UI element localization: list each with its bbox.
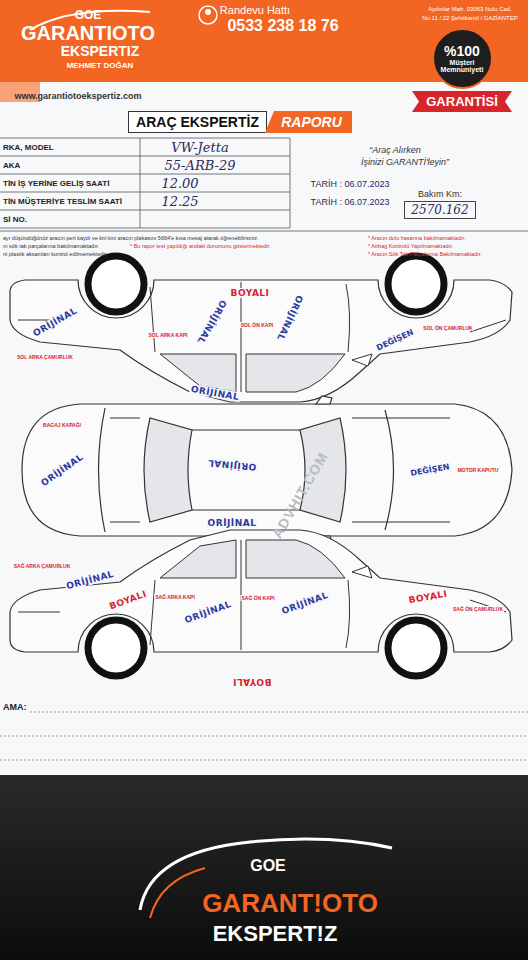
form-note: * Bu rapor test yapıldığı andaki durumun… <box>130 243 271 249</box>
part-name: SOL ARKA KAPI <box>148 332 189 338</box>
title-box <box>129 112 267 133</box>
footer-logo-text: EKSPERT!Z <box>213 921 338 947</box>
field-label: TİN İŞ YERİNE GELİŞ SAATİ <box>3 179 109 188</box>
ribbon-shape <box>412 91 512 112</box>
address-line: Aydınlar Mah. 03063 Nolu Cad. <box>428 6 512 12</box>
form-note: * Airbag Kontrolü Yapılmamaktadır. <box>368 243 453 249</box>
handwritten-value: 12.00 <box>161 176 198 191</box>
form-table <box>0 138 528 231</box>
handwritten-value: 55-ARB-29 <box>165 158 236 173</box>
owner-name: MEHMET DOĞAN <box>67 61 134 70</box>
satisfaction-badge: %100Müşteri Memnuniyeti <box>432 28 493 89</box>
logo-text: GOE <box>75 8 102 22</box>
handwritten-value: 12.25 <box>161 194 198 209</box>
part-name: SAĞ ARKA KAPI <box>154 594 196 600</box>
logo-text: GARANTIOTO <box>21 22 155 45</box>
node-text: ARAÇ EKSPERTİZ <box>136 114 259 130</box>
node-text: RAPORU <box>281 114 342 130</box>
footer-logo-text: GOE <box>250 857 286 875</box>
field-label: AMA: <box>3 702 27 712</box>
phone-number: 0533 238 18 76 <box>227 17 338 35</box>
wheel <box>388 256 444 312</box>
address-line: No:11 / 22 Şehitkamil / GAZİANTEP <box>422 15 518 21</box>
table-rule <box>0 231 528 232</box>
footer-swoosh-accent <box>150 868 205 918</box>
node-text: 2570.162 <box>404 201 475 219</box>
form-note: * Aracın dolu hasarına bakılmamaktadır. <box>368 235 466 241</box>
field-label: AKA <box>3 161 20 170</box>
node-text: Müşteri Memnuniyeti <box>439 59 485 73</box>
part-name: MOTOR KAPUTU <box>457 467 500 473</box>
phone-icon-head <box>205 9 211 15</box>
report-title-box: ARAÇ EKSPERTİZ <box>128 111 267 133</box>
rear-window <box>144 418 192 522</box>
slogan: İşinizi GARANTİ'leyin” <box>361 157 449 167</box>
field-label: Sİ NO. <box>3 215 27 224</box>
car-top-body <box>22 404 512 536</box>
part-name: BAGAJ KAPAĞI <box>42 422 82 428</box>
part-name: SAĞ ARKA ÇAMURLUK <box>13 563 72 569</box>
date-field: TARİH : 06.07.2023 <box>311 197 390 207</box>
logo-text: EKSPERTIZ <box>61 43 140 59</box>
website: www.garantiotoekspertiz.com <box>14 91 141 101</box>
guarantee-ribbon: GARANTİSİ <box>412 91 512 112</box>
panel-lines <box>99 408 451 532</box>
form-note: ni plastik aksamları kontrol edilmemekte… <box>3 251 108 257</box>
footer-band <box>0 775 528 960</box>
part-name: SOL ÖN ÇAMURLUK <box>422 325 473 331</box>
date-field: TARİH : 06.07.2023 <box>311 179 390 189</box>
field-label: RKA, MODEL <box>3 143 54 152</box>
part-name: SAĞ ÖN KAPI <box>240 595 275 601</box>
phone-icon <box>199 6 217 24</box>
status-stamp: BOYALI <box>232 677 273 687</box>
table-lines <box>0 138 290 228</box>
paper-sheet <box>0 82 528 775</box>
comment-lines <box>0 712 528 760</box>
status-stamp: ORİJİNAL <box>207 518 258 528</box>
status-stamp: BOYALI <box>230 288 271 298</box>
wheel <box>388 620 444 676</box>
form-note: ın sök tak parçalarına bakılmamaktadır. <box>3 243 99 249</box>
footer-logo-text: GARANT!OTO <box>202 888 378 919</box>
car-top-view <box>22 396 512 544</box>
report-title-tab: RAPORU <box>265 111 352 133</box>
node-text: Bakım Km: <box>418 189 462 199</box>
badge-circle <box>433 29 492 88</box>
form-note: * Aracın Sök Tak Parçalarına Bakılmamakt… <box>368 251 482 257</box>
hotline-label: Randevu Hattı <box>220 4 290 16</box>
slogan: “Araç Alırken <box>369 145 421 155</box>
wheels <box>88 256 444 676</box>
wheel <box>88 256 144 312</box>
node-text: GARANTİSİ <box>426 94 498 109</box>
part-name: SOL ÖN KAPI <box>240 322 274 328</box>
form-note: ayı düşündüğünüz aracın pert kaydı ve km… <box>3 235 259 241</box>
field-label: TİN MÜŞTERİYE TESLİM SAATİ <box>3 197 122 206</box>
part-name: SAĞ ÖN ÇAMURLUK <box>452 606 504 612</box>
handwritten-value: VW-Jetta <box>171 140 228 155</box>
node-text: %100 <box>444 43 480 59</box>
wheel <box>88 620 144 676</box>
odometer-field: Bakım Km: 2570.162 <box>404 189 476 219</box>
part-name: SOL ARKA ÇAMURLUK <box>16 354 74 360</box>
title-tab <box>265 111 352 133</box>
